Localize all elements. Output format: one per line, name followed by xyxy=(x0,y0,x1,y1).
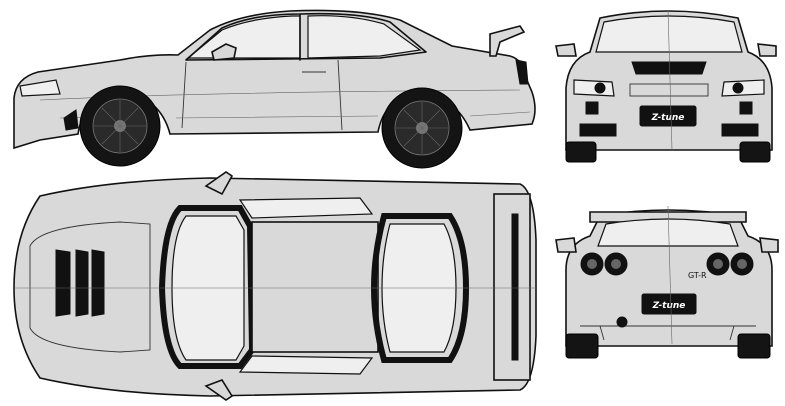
front-plate xyxy=(639,105,697,127)
front-intake-left xyxy=(585,101,599,115)
rear-lamp-ring-3 xyxy=(713,259,723,269)
top-hood-outline xyxy=(29,221,151,353)
front-view: Z-tune xyxy=(555,9,777,163)
rear-lamp-ring-4 xyxy=(737,259,747,269)
side-window-rear xyxy=(307,15,422,59)
rear-tire-left xyxy=(565,333,599,359)
side-window-front xyxy=(186,15,301,59)
top-view xyxy=(13,171,537,401)
side-window-trim xyxy=(185,12,427,61)
top-rear-window-frame xyxy=(370,213,470,363)
front-tire-left xyxy=(565,141,597,163)
top-side-window-lower xyxy=(238,355,374,375)
rear-exhaust xyxy=(616,316,628,328)
rear-plate-text: Z-tune xyxy=(652,301,686,311)
top-roll-frame xyxy=(158,205,256,369)
rear-wing xyxy=(589,211,747,223)
top-roof xyxy=(251,221,379,353)
front-windshield xyxy=(595,15,743,53)
top-hood-vents xyxy=(55,249,105,317)
rear-mirror-left xyxy=(555,237,577,253)
front-hood-vent xyxy=(631,61,707,75)
rear-view: GT-R Z-tune xyxy=(555,205,779,359)
front-mirror-left xyxy=(555,43,577,57)
side-headlight xyxy=(19,79,61,97)
side-rear-wing xyxy=(489,25,526,57)
front-lamp-left xyxy=(594,82,606,94)
front-mirror-right xyxy=(757,43,777,57)
front-grille xyxy=(629,83,709,97)
front-headlight-left xyxy=(573,79,615,97)
rear-lamp-ring-1 xyxy=(587,259,597,269)
front-intake-right xyxy=(739,101,753,115)
rear-lamp-ring-2 xyxy=(611,259,621,269)
rear-badge: GT-R xyxy=(688,271,707,280)
rear-window xyxy=(597,218,739,247)
side-mirror xyxy=(211,43,237,61)
rear-plate xyxy=(641,293,697,315)
top-rear-wing-edge xyxy=(511,213,519,361)
side-front-vent xyxy=(63,109,79,131)
top-mirror-lower xyxy=(204,379,234,401)
front-intake-lower-right xyxy=(721,123,759,137)
front-intake-lower-left xyxy=(579,123,617,137)
side-taillight xyxy=(515,59,529,85)
front-tire-right xyxy=(739,141,771,163)
front-lamp-right xyxy=(732,82,744,94)
rear-diffuser xyxy=(580,325,756,341)
side-view xyxy=(13,9,536,169)
rear-centerline xyxy=(667,205,673,345)
side-rear-wheel xyxy=(381,87,463,169)
top-mirror-upper xyxy=(204,171,234,196)
rear-mirror-right xyxy=(759,237,779,253)
rear-tire-right xyxy=(737,333,771,359)
front-centerline xyxy=(667,9,673,151)
side-front-wheel xyxy=(79,85,161,167)
front-plate-text: Z-tune xyxy=(651,113,685,123)
top-side-window-upper xyxy=(238,197,374,219)
